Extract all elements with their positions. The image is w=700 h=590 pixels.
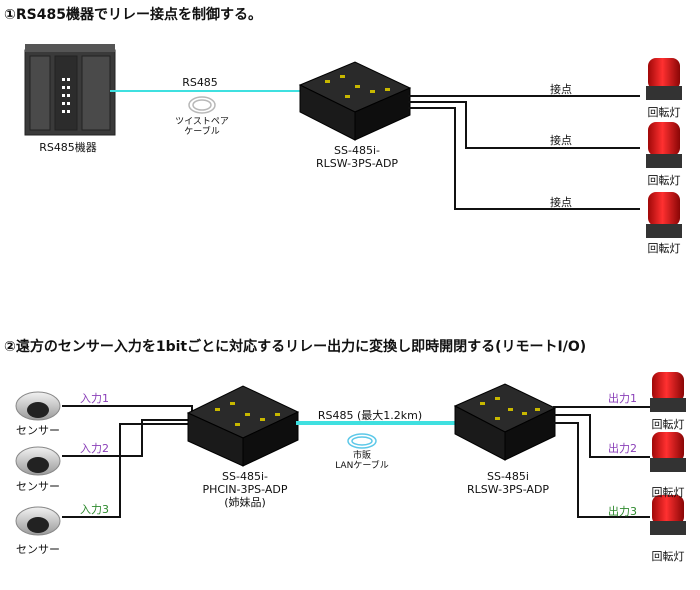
lan-cable-label: RS485 (最大1.2km)	[317, 409, 423, 422]
rotating-lamp-icon	[650, 372, 686, 412]
sensor-camera-icon	[15, 446, 61, 476]
sensor-label: センサー	[16, 424, 60, 437]
rs485-device-icon	[24, 44, 116, 136]
input-module-label: SS-485i- PHCIN-3PS-ADP (姉妹品)	[202, 470, 288, 509]
output-label: 出力3	[608, 505, 637, 518]
contact-label: 接点	[550, 83, 572, 96]
sensor-label: センサー	[16, 543, 60, 556]
rotating-lamp-icon	[650, 495, 686, 535]
lamp-label: 回転灯	[647, 106, 681, 119]
relay-module-icon	[298, 61, 412, 141]
output-label: 出力1	[608, 392, 637, 405]
rotating-lamp-icon	[646, 58, 682, 100]
output-wires	[553, 406, 650, 518]
contact-label: 接点	[550, 134, 572, 147]
twisted-pair-cable-icon	[188, 96, 216, 114]
lan-cable-sub-label: 市販 LANケーブル	[335, 451, 389, 471]
input-label: 入力2	[80, 442, 109, 455]
relay-module-label: SS-485i RLSW-3PS-ADP	[466, 470, 550, 496]
input-module-icon	[186, 385, 300, 467]
lan-cable-icon	[347, 433, 377, 449]
rotating-lamp-icon	[646, 122, 682, 168]
rotating-lamp-icon	[646, 192, 682, 238]
module1-label: SS-485i- RLSW-3PS-ADP	[315, 144, 399, 170]
relay-module-icon	[453, 383, 557, 461]
twisted-pair-label: ツイストペア ケーブル	[175, 117, 229, 137]
input-label: 入力3	[80, 503, 109, 516]
lamp-label: 回転灯	[651, 550, 685, 563]
rs485-cable-label: RS485	[182, 76, 218, 89]
lamp-label: 回転灯	[647, 242, 681, 255]
lamp-label: 回転灯	[651, 486, 685, 499]
contact-label: 接点	[550, 196, 572, 209]
rs485-device-label: RS485機器	[39, 141, 97, 154]
output-label: 出力2	[608, 442, 637, 455]
sensor-camera-icon	[15, 506, 61, 536]
sensor-camera-icon	[15, 391, 61, 421]
lamp-label: 回転灯	[647, 174, 681, 187]
diagram1-heading: ①RS485機器でリレー接点を制御する。	[4, 7, 262, 23]
rotating-lamp-icon	[650, 432, 686, 472]
sensor-label: センサー	[16, 480, 60, 493]
contact-wires	[408, 95, 640, 210]
diagram2-heading: ②遠方のセンサー入力を1bitごとに対応するリレー出力に変換し即時開閉する(リモ…	[4, 339, 587, 355]
input-label: 入力1	[80, 392, 109, 405]
lamp-label: 回転灯	[651, 418, 685, 431]
